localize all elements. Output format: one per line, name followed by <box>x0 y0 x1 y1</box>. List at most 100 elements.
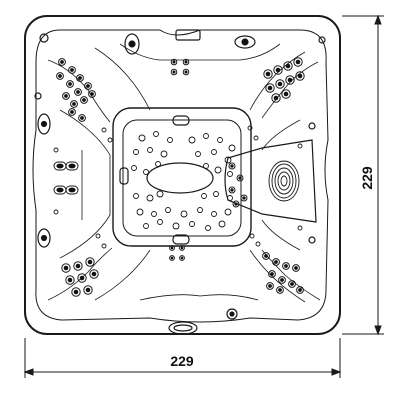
air-jet-hole <box>249 233 255 239</box>
jet-icon <box>85 257 95 267</box>
cup-holder-icon <box>234 35 256 49</box>
air-jet-hole <box>138 134 146 142</box>
dimension-depth-arrow-bottom <box>374 325 382 336</box>
air-jet-hole <box>143 223 149 229</box>
jet-icon <box>77 273 87 283</box>
corner-seat-left-top <box>47 59 111 123</box>
air-jet-hole <box>203 163 209 169</box>
corner-seat-left-bottom <box>47 247 113 301</box>
air-jet-hole <box>153 131 159 137</box>
air-jet-hole <box>136 208 144 216</box>
cup-holder-icon <box>37 113 51 135</box>
jet-icon <box>179 245 185 251</box>
air-jet-hole <box>297 225 303 231</box>
jet-icon <box>84 82 92 90</box>
air-jet-hole <box>211 211 217 217</box>
jet-icon <box>89 269 99 279</box>
lounger-outline <box>224 139 317 223</box>
jet-icon <box>170 58 178 66</box>
jet-icon <box>282 262 290 270</box>
jet-icon <box>285 75 295 85</box>
jet-icon <box>56 72 64 80</box>
spa-shell <box>24 15 341 335</box>
jet-icon <box>275 79 285 89</box>
jet-icon <box>169 255 175 261</box>
air-jet-hole <box>227 171 233 177</box>
air-jet-hole <box>188 136 196 144</box>
air-jet-hole <box>101 127 107 133</box>
corner-fixture-bottom-right <box>308 122 316 130</box>
jet-icon <box>296 286 304 294</box>
air-jet-hole <box>205 225 211 231</box>
jet-icon <box>228 186 236 194</box>
corner-seat-right-top <box>261 61 319 119</box>
jet-icon <box>88 90 96 98</box>
jet-icon <box>232 200 240 208</box>
air-jet-hole <box>146 194 154 202</box>
dimension-depth-arrow-top <box>374 14 382 25</box>
jet-icon <box>65 185 79 195</box>
corner-fixture-bottom-left <box>34 92 42 100</box>
air-jet-hole <box>143 169 149 175</box>
jet-icon <box>281 89 291 99</box>
jet-icon <box>73 261 83 271</box>
jet-icon <box>58 58 66 66</box>
dimension-width <box>23 338 342 378</box>
jet-icon <box>265 83 275 93</box>
jet-icon <box>288 280 296 288</box>
air-jet-hole <box>165 207 171 213</box>
lounger-seat <box>224 139 317 223</box>
jet-icon <box>78 114 86 122</box>
jet-icon <box>293 57 303 67</box>
dimension-width-arrow-left <box>23 368 34 376</box>
air-jet-hole <box>101 243 107 249</box>
jet-icon <box>66 80 74 88</box>
air-jet-hole <box>253 135 259 141</box>
air-jet-hole <box>107 137 113 143</box>
air-jet-hole <box>197 207 203 213</box>
air-jet-hole <box>203 133 209 139</box>
dimension-width-arrow-right <box>331 368 342 376</box>
air-jet-hole <box>247 125 253 131</box>
footwell-inner <box>122 119 242 237</box>
jet-icon <box>68 108 76 116</box>
air-jet-hole <box>53 147 59 153</box>
air-jet-hole <box>195 151 201 157</box>
jet-icon <box>182 68 190 76</box>
air-jet-hole <box>147 147 153 153</box>
footwell-drain-bottom <box>172 234 190 245</box>
jet-icon <box>295 71 305 81</box>
jet-icon <box>283 61 293 71</box>
footwell-drain-top <box>172 115 190 126</box>
jet-icon <box>71 287 81 297</box>
corner-fixture-top-left <box>39 33 49 43</box>
depth-dimension-label: 229 <box>359 166 375 190</box>
seat-contour-right <box>261 119 301 251</box>
jet-icon <box>53 185 67 195</box>
air-jet-hole <box>297 143 303 149</box>
air-jet-hole <box>180 210 188 218</box>
jet-icon <box>61 263 71 273</box>
air-jet-hole <box>189 221 195 227</box>
jet-icon <box>179 255 185 261</box>
outer-shell-edge <box>24 15 341 335</box>
air-jet-hole <box>214 166 222 174</box>
jet-icon <box>80 96 88 104</box>
rim-fixtures <box>34 29 326 335</box>
air-jet-hole <box>151 211 157 217</box>
air-jet-hole <box>167 137 173 143</box>
jet-icon <box>228 162 236 170</box>
jet-icon <box>263 69 273 79</box>
control-panel <box>175 29 201 41</box>
jets-layer <box>53 57 305 297</box>
jet-icon <box>76 74 84 82</box>
seat-contour-left <box>59 109 111 259</box>
jet-icon <box>268 270 276 278</box>
jet-icon <box>272 258 280 266</box>
air-jet-hole <box>201 193 207 199</box>
jet-icon <box>83 285 93 295</box>
footwell-outer <box>112 107 252 247</box>
side-fixture-right <box>308 236 316 244</box>
air-jet-hole <box>95 233 101 239</box>
